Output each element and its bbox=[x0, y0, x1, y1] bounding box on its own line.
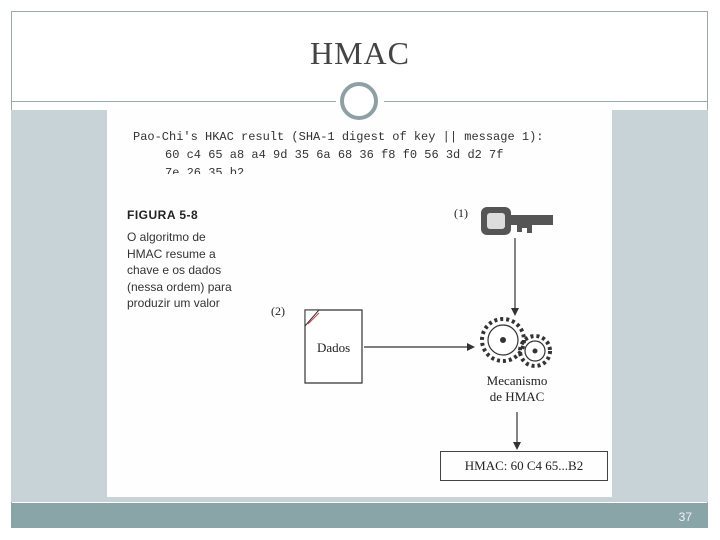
step-1-label: (1) bbox=[454, 206, 468, 220]
mechanism-label-line-1: Mecanismo bbox=[486, 373, 548, 388]
document-label: Dados bbox=[317, 340, 351, 355]
figure-label: FIGURA 5-8 bbox=[127, 208, 199, 222]
page-number: 37 bbox=[678, 510, 692, 524]
figure-caption: O algoritmo de HMAC resume a chave e os … bbox=[127, 230, 232, 310]
code-line-2: 7e 26 35 b2 bbox=[165, 166, 245, 174]
figure-scan: Pao-Chi's HKAC result (SHA-1 digest of k… bbox=[107, 110, 612, 497]
gears-icon bbox=[480, 317, 552, 368]
mechanism-label-line-2: de HMAC bbox=[489, 389, 545, 404]
diagram-graphics bbox=[304, 207, 553, 450]
key-icon bbox=[481, 207, 553, 235]
title-ring-ornament bbox=[340, 82, 378, 120]
title-divider-left bbox=[11, 101, 336, 102]
mechanism-to-result-arrow bbox=[513, 412, 521, 450]
document-icon bbox=[304, 309, 363, 384]
code-line-1: 60 c4 65 a8 a4 9d 35 6a 68 36 f8 f0 56 3… bbox=[165, 148, 504, 162]
code-line-2-clip: 7e 26 35 b2 bbox=[165, 166, 244, 174]
step-2-label: (2) bbox=[271, 304, 285, 318]
hmac-result-box: HMAC: 60 C4 65...B2 bbox=[440, 451, 608, 481]
footer-bar bbox=[11, 503, 708, 528]
mechanism-label: Mecanismo de HMAC bbox=[467, 373, 567, 405]
slide-title: HMAC bbox=[309, 35, 410, 71]
key-to-mechanism-arrow bbox=[511, 238, 519, 316]
title-divider-right bbox=[384, 101, 708, 102]
document-to-mechanism-arrow bbox=[364, 343, 475, 351]
code-header: Pao-Chi's HKAC result (SHA-1 digest of k… bbox=[133, 130, 544, 144]
